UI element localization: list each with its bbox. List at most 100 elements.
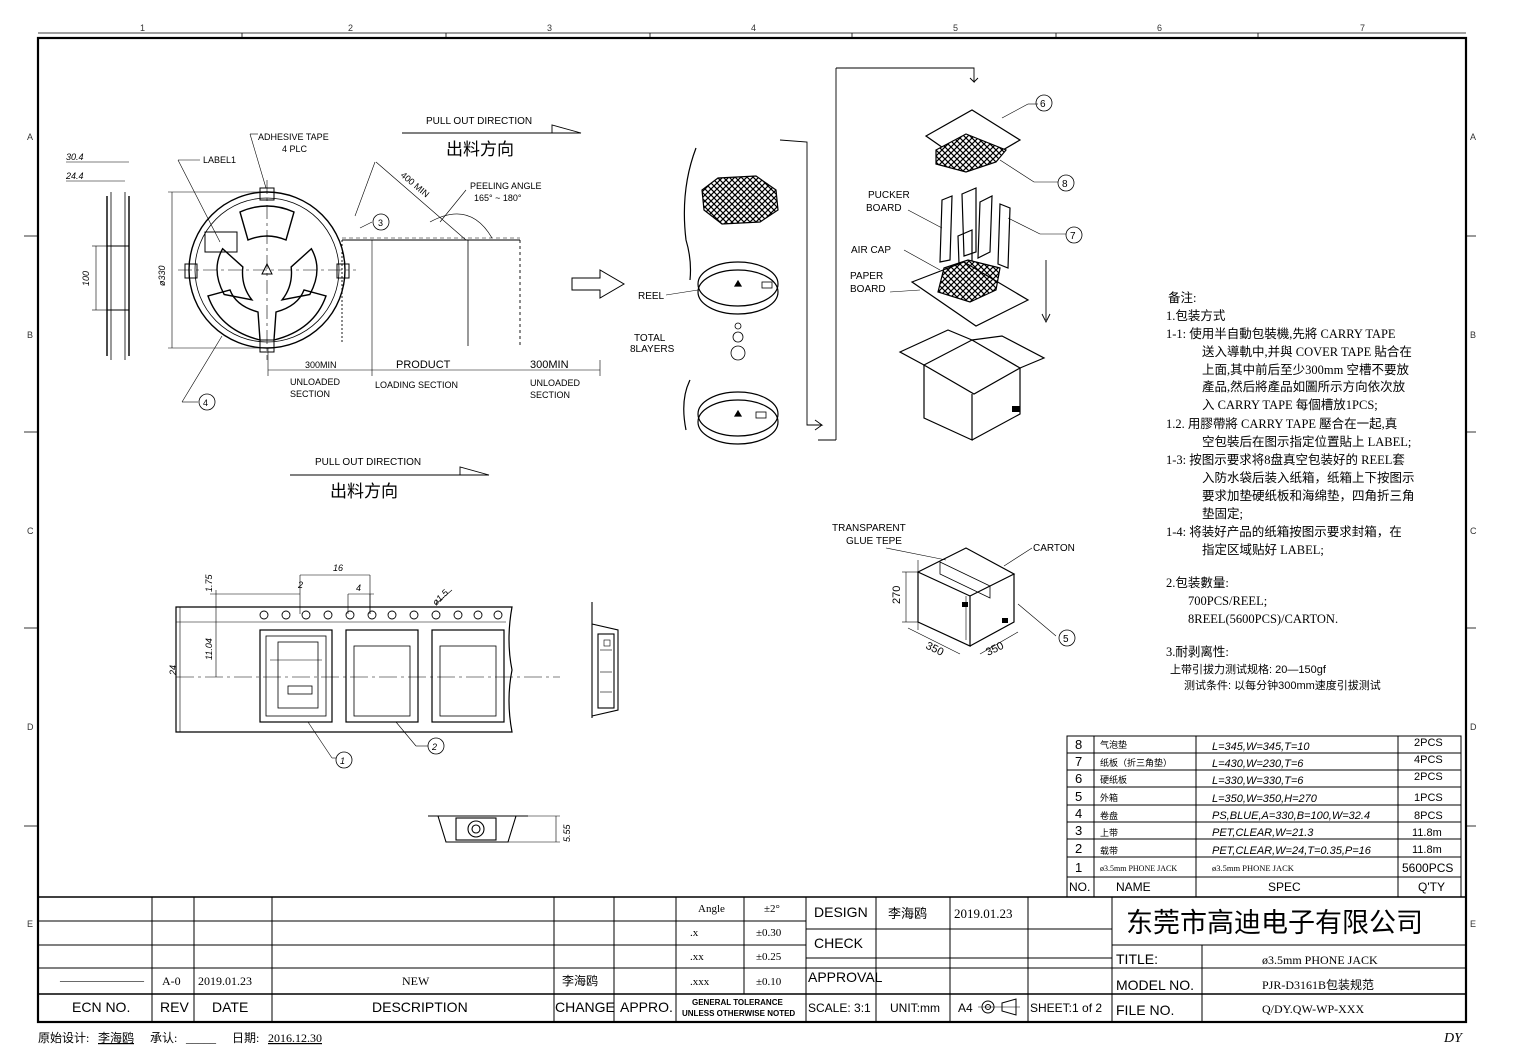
callout-1: 1 (340, 756, 345, 766)
process-arrow (571, 269, 625, 299)
callout-2: 2 (431, 742, 437, 752)
dim-11-04: 11.04 (204, 638, 214, 660)
bom-no: 8 (1075, 737, 1082, 752)
notes-p1: 上带引拔力测试规格: 20—150gf (1170, 662, 1327, 676)
section-1: SECTION (290, 389, 330, 399)
company-name: 东莞市高迪电子有限公司 (1126, 908, 1423, 939)
rev-date: 2019.01.23 (198, 974, 252, 988)
paper-label-2: BOARD (850, 284, 886, 295)
carton-h: 270 (891, 586, 903, 604)
hdr-appro: APPRO. (620, 999, 673, 1015)
dim-100: 100 (81, 271, 91, 286)
col-label: 2 (348, 23, 353, 33)
glue-label: GLUE TEPE (846, 536, 902, 547)
title-label: TITLE: (1116, 951, 1158, 967)
pull-out-label-en: PULL OUT DIRECTION (426, 116, 532, 127)
bom-no: 6 (1075, 771, 1082, 786)
tape-end-view (428, 815, 560, 843)
pull-out-arrow-1 (402, 124, 582, 134)
notes-n12b: 空包裝后在图示指定位置貼上 LABEL; (1202, 434, 1411, 449)
sheet-label: SHEET:1 of 2 (1030, 1001, 1102, 1015)
footer-orig-value: 李海鸥 (98, 1030, 134, 1045)
bom-no: 7 (1075, 754, 1082, 769)
sprocket-holes (259, 610, 503, 620)
notes-q2: 8REEL(5600PCS)/CARTON. (1188, 612, 1338, 626)
notes-title: 备注: (1168, 290, 1196, 305)
col-label: 7 (1360, 23, 1365, 33)
dim-4: 4 (356, 583, 361, 593)
bom-name: 载带 (1100, 845, 1118, 856)
row-label: B (1470, 330, 1476, 340)
bom-qty: 1PCS (1414, 792, 1443, 804)
notes-n11b: 送入導軌中,并與 COVER TAPE 貼合在 (1202, 344, 1412, 359)
bom-qty: 5600PCS (1402, 861, 1453, 875)
tol-unless: UNLESS OTHERWISE NOTED (682, 1009, 795, 1018)
row-label: A (27, 132, 33, 142)
bom-qty: 8PCS (1414, 810, 1443, 822)
row-label: A (1470, 132, 1476, 142)
notes-s2: 2.包装數量: (1166, 576, 1229, 590)
pucker-label-1: PUCKER (868, 190, 910, 201)
bom-no: 5 (1075, 789, 1082, 804)
carrier-tape (175, 574, 560, 769)
bom-name: ø3.5mm PHONE JACK (1100, 864, 1177, 873)
adhesive-tape-qty: 4 PLC (282, 144, 308, 154)
row-label: E (27, 919, 33, 929)
designer: 李海鸥 (888, 906, 927, 921)
section-2: SECTION (530, 390, 570, 400)
callout-3: 3 (378, 218, 383, 228)
row-label: D (1470, 722, 1477, 732)
notes-s3: 3.耐剥离性: (1166, 644, 1229, 659)
file-value: Q/DY.QW-WP-XXX (1262, 1002, 1364, 1016)
bom-spec: PET,CLEAR,W=24,T=0.35,P=16 (1212, 845, 1372, 857)
tol-x3: .xxx (690, 976, 710, 988)
tape-leader (267, 161, 601, 376)
projection-symbol (978, 998, 1020, 1016)
bom-no: 1 (1075, 860, 1082, 875)
reel-side-view (66, 161, 130, 360)
design-label: DESIGN (814, 904, 868, 920)
carton-view (885, 547, 1076, 655)
bom-spec: ø3.5mm PHONE JACK (1212, 863, 1295, 873)
pucker-label-2: BOARD (866, 203, 902, 214)
hdr-rev: REV (160, 999, 189, 1015)
footer-date-value: 2016.12.30 (268, 1031, 322, 1045)
peeling-range: 165° ~ 180° (474, 193, 522, 203)
notes-s1: 1.包装方式 (1166, 308, 1226, 323)
pull-out-2-cn: 出料方向 (330, 482, 398, 502)
notes-p2: 测试条件: 以每分钟300mm速度引拔测试 (1184, 678, 1381, 692)
tol-x1-v: ±0.30 (756, 927, 782, 939)
transparent-label: TRANSPARENT (832, 523, 906, 534)
bom-no: 2 (1075, 841, 1082, 856)
bom-name: 外箱 (1100, 792, 1118, 803)
notes-n11c: 上面,其中前后至少300mm 空槽不要放 (1202, 362, 1409, 377)
design-date: 2019.01.23 (954, 906, 1013, 921)
dim-330: ø330 (157, 265, 167, 286)
notes-n11d: 產品,然后將產品如圖所示方向依次放 (1202, 379, 1406, 394)
callout-5: 5 (1063, 634, 1069, 645)
footer-date-label: 日期: (232, 1031, 259, 1045)
col-label: 1 (140, 23, 145, 33)
approval-label: APPROVAL (808, 969, 883, 985)
bom-name: 上带 (1100, 828, 1118, 838)
bom-qty: 2PCS (1414, 737, 1443, 749)
hdr-desc: DESCRIPTION (372, 999, 468, 1015)
model-label: MODEL NO. (1116, 977, 1194, 993)
paper-label-1: PAPER (850, 271, 883, 282)
bom-header-no: NO. (1069, 880, 1090, 894)
tape-side-view (591, 602, 619, 718)
bom-name: 卷盘 (1100, 810, 1118, 821)
row-label: C (1470, 526, 1477, 536)
bom-name: 硬纸板 (1100, 774, 1127, 785)
dim-16: 16 (333, 563, 343, 573)
tol-x1: .x (690, 927, 699, 939)
rev-ecn: ——————— (59, 973, 145, 987)
carton-label: CARTON (1033, 543, 1075, 554)
bom-no: 4 (1075, 806, 1082, 821)
dim-1-75: 1.75 (204, 573, 214, 592)
tol-x2: .xx (690, 951, 704, 963)
dim-1-5: ø1.5 (430, 587, 451, 608)
notes-n12a: 1.2. 用膠帶將 CARRY TAPE 壓合在一起,真 (1166, 416, 1397, 431)
total-label: TOTAL (634, 333, 666, 344)
